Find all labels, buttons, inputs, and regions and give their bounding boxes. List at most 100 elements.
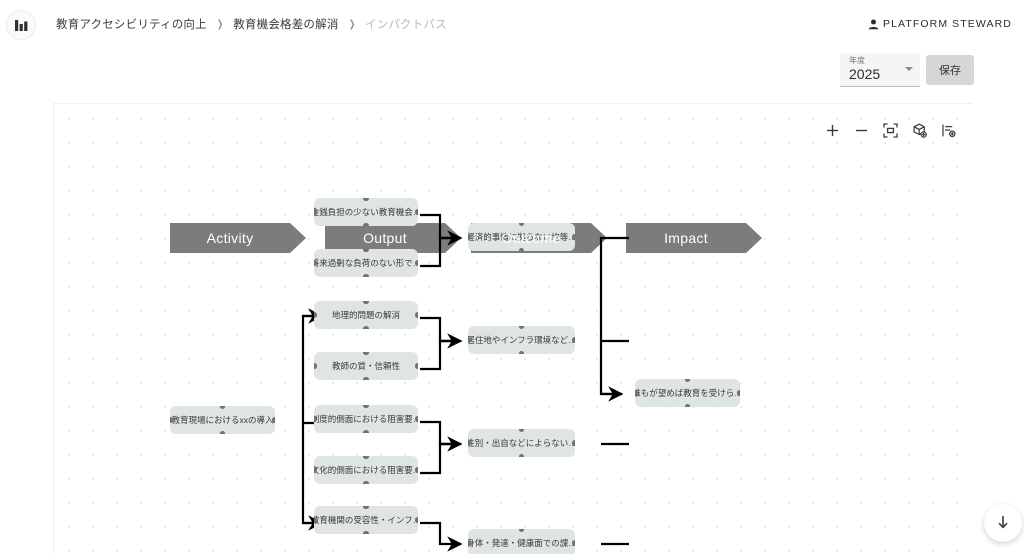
- add-node-button[interactable]: [910, 121, 928, 139]
- year-select-label: 年度: [849, 56, 865, 65]
- breadcrumb-item-2[interactable]: 教育機会格差の解消: [233, 19, 339, 31]
- plus-icon: [825, 123, 840, 138]
- node-port-top[interactable]: [363, 352, 369, 355]
- phase-banner-label: Output: [363, 230, 407, 246]
- fit-to-screen-button[interactable]: [881, 121, 899, 139]
- node-port-right[interactable]: [415, 416, 418, 422]
- diagram-node[interactable]: 性別・出自などによらない…: [468, 429, 575, 457]
- zoom-out-button[interactable]: [852, 121, 870, 139]
- diagram-node[interactable]: 誰もが望めば教育を受けら…: [635, 379, 740, 407]
- node-label: 将来過剰な負荷のない形で…: [314, 258, 418, 268]
- diagram-node[interactable]: 制度的側面における阻害要…: [314, 405, 418, 433]
- node-port-bottom[interactable]: [363, 430, 369, 433]
- node-port-bottom[interactable]: [363, 223, 369, 226]
- node-port-right[interactable]: [572, 540, 575, 546]
- diagram-node[interactable]: 地理的問題の解消: [314, 301, 418, 329]
- node-label: 教育機関の受容性・インフ…: [314, 515, 418, 525]
- settings-button[interactable]: [968, 121, 972, 139]
- download-button[interactable]: [984, 504, 1022, 542]
- diagram-node[interactable]: 居住地やインフラ環境など…: [468, 326, 575, 354]
- node-port-top[interactable]: [518, 429, 525, 432]
- node-port-left[interactable]: [314, 209, 317, 215]
- node-port-left[interactable]: [314, 416, 317, 422]
- node-port-left[interactable]: [314, 517, 317, 523]
- node-label: 経済的事情に拠らない均等…: [468, 232, 575, 242]
- node-port-top[interactable]: [518, 326, 525, 329]
- node-port-top[interactable]: [363, 506, 369, 509]
- node-port-right[interactable]: [272, 417, 275, 423]
- node-port-bottom[interactable]: [518, 454, 525, 457]
- zoom-in-button[interactable]: [823, 121, 841, 139]
- breadcrumb-separator-icon: ❯: [216, 18, 224, 30]
- node-port-bottom[interactable]: [518, 351, 525, 354]
- diagram-node[interactable]: 身体・発達・健康面での課…: [468, 529, 575, 554]
- canvas-toolbar: [823, 115, 972, 145]
- diagram-node[interactable]: 教育機関の受容性・インフ…: [314, 506, 418, 534]
- node-port-left[interactable]: [314, 467, 317, 473]
- node-port-right[interactable]: [572, 234, 575, 240]
- minus-icon: [854, 123, 869, 138]
- node-port-top[interactable]: [518, 529, 525, 532]
- phase-banner-impact: Impact: [626, 223, 762, 253]
- user-chip[interactable]: PLATFORM STEWARD: [868, 18, 1012, 30]
- node-label: 地理的問題の解消: [331, 310, 400, 320]
- diagram-node[interactable]: 将来過剰な負荷のない形で…: [314, 249, 418, 277]
- node-port-left[interactable]: [468, 337, 471, 343]
- phase-banner-body: [170, 223, 290, 253]
- breadcrumb-item-1[interactable]: 教育アクセシビリティの向上: [56, 19, 207, 31]
- node-port-right[interactable]: [415, 312, 418, 318]
- arrow-down-icon: [995, 514, 1011, 533]
- node-port-top[interactable]: [363, 456, 369, 459]
- node-port-bottom[interactable]: [363, 274, 369, 277]
- node-label: 居住地やインフラ環境など…: [468, 335, 575, 345]
- node-port-bottom[interactable]: [363, 481, 369, 484]
- dashboard-icon: [14, 19, 28, 31]
- node-port-top[interactable]: [363, 198, 369, 201]
- node-port-left[interactable]: [468, 440, 471, 446]
- node-port-top[interactable]: [363, 249, 369, 252]
- node-port-right[interactable]: [572, 440, 575, 446]
- node-port-top[interactable]: [363, 301, 369, 304]
- node-port-bottom[interactable]: [363, 531, 369, 534]
- breadcrumb-item-3[interactable]: インパクトパス: [364, 19, 447, 31]
- node-port-right[interactable]: [415, 467, 418, 473]
- add-box-icon: [912, 123, 927, 138]
- node-port-left[interactable]: [314, 363, 317, 369]
- top-bar: 教育アクセシビリティの向上 ❯ 教育機会格差の解消 ❯ インパクトパス PLAT…: [0, 0, 1024, 48]
- node-port-right[interactable]: [572, 337, 575, 343]
- diagram-node[interactable]: 教育現場におけるxxの導入: [170, 406, 275, 434]
- add-list-icon: [941, 123, 956, 138]
- node-port-left[interactable]: [170, 417, 173, 423]
- diagram-node[interactable]: 経済的事情に拠らない均等…: [468, 223, 575, 251]
- node-port-right[interactable]: [415, 260, 418, 266]
- node-port-top[interactable]: [518, 223, 525, 226]
- diagram-node[interactable]: 金銭負担の少ない教育機会…: [314, 198, 418, 226]
- diagram-node[interactable]: 教師の質・信頼性: [314, 352, 418, 380]
- node-port-top[interactable]: [219, 406, 226, 409]
- node-port-top[interactable]: [684, 379, 691, 382]
- node-port-bottom[interactable]: [518, 248, 525, 251]
- node-port-right[interactable]: [415, 517, 418, 523]
- node-port-right[interactable]: [737, 390, 740, 396]
- diagram-node[interactable]: 文化的側面における阻害要…: [314, 456, 418, 484]
- node-port-top[interactable]: [363, 405, 369, 408]
- node-port-left[interactable]: [635, 390, 638, 396]
- node-port-right[interactable]: [415, 209, 418, 215]
- chevron-down-icon: [905, 67, 913, 71]
- node-port-left[interactable]: [468, 234, 471, 240]
- save-button[interactable]: 保存: [926, 55, 974, 85]
- phase-banner-body: [626, 223, 746, 253]
- node-port-right[interactable]: [415, 363, 418, 369]
- node-port-bottom[interactable]: [363, 377, 369, 380]
- node-port-bottom[interactable]: [219, 431, 226, 434]
- node-port-left[interactable]: [468, 540, 471, 546]
- node-label: 金銭負担の少ない教育機会…: [314, 207, 418, 217]
- app-logo[interactable]: [6, 10, 36, 40]
- node-port-left[interactable]: [314, 312, 317, 318]
- year-select[interactable]: 年度 2025: [840, 53, 920, 87]
- node-port-bottom[interactable]: [684, 404, 691, 407]
- node-port-left[interactable]: [314, 260, 317, 266]
- node-port-bottom[interactable]: [363, 326, 369, 329]
- add-group-button[interactable]: [939, 121, 957, 139]
